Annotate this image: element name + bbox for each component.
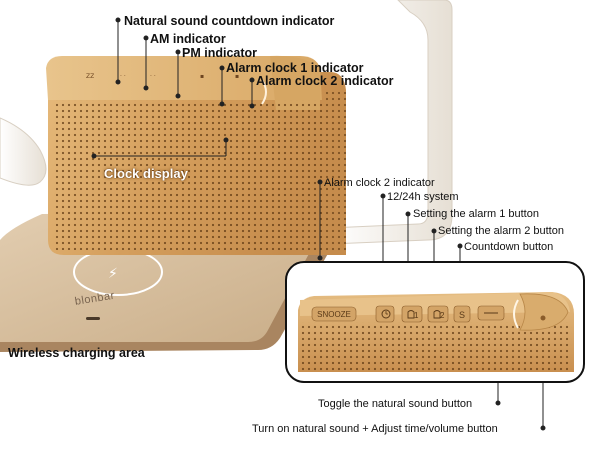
label-turn-on-natural-sound: Turn on natural sound + Adjust time/volu… — [252, 423, 498, 435]
svg-text:ZZ: ZZ — [86, 73, 94, 80]
svg-text:· ·: · · — [120, 73, 126, 80]
label-set-alarm2-button: Setting the alarm 2 button — [438, 225, 564, 237]
svg-text:▪: ▪ — [200, 73, 204, 80]
lightning-icon: ⚡ — [108, 266, 118, 282]
bell-icon — [433, 310, 441, 319]
label-natural-sound-countdown: Natural sound countdown indicator — [124, 14, 335, 28]
snooze-button-label: SNOOZE — [317, 310, 351, 319]
svg-text:▪: ▪ — [235, 73, 239, 80]
label-alarm2-indicator-small: Alarm clock 2 indicator — [324, 177, 435, 189]
label-toggle-natural-sound: Toggle the natural sound button — [318, 398, 473, 410]
button-callout — [285, 261, 585, 383]
leaders-top — [91, 17, 255, 159]
label-countdown-button: Countdown button — [464, 241, 554, 253]
label-clock-display: Clock display — [104, 166, 188, 181]
label-pm-indicator: PM indicator — [182, 46, 258, 60]
label-alarm2-indicator: Alarm clock 2 indicator — [256, 74, 394, 88]
label-set-alarm1-button: Setting the alarm 1 button — [413, 208, 539, 220]
clock-icon — [381, 309, 391, 319]
svg-text:· ·: · · — [150, 73, 156, 80]
label-am-indicator: AM indicator — [150, 32, 226, 46]
alarm1-button-number: 1 — [414, 311, 419, 320]
label-wireless-charging-area: Wireless charging area — [8, 346, 145, 360]
countdown-button-label: S — [459, 310, 466, 320]
top-indicator-marks: ZZ · · · · ▪ ▪ — [86, 73, 239, 80]
label-12-24h-system: 12/24h system — [387, 191, 459, 203]
label-alarm1-indicator: Alarm clock 1 indicator — [226, 61, 364, 75]
alarm2-button-number: 2 — [440, 311, 445, 320]
clock-body — [46, 55, 346, 255]
bell-icon — [407, 310, 415, 319]
wave-icon — [261, 79, 267, 105]
